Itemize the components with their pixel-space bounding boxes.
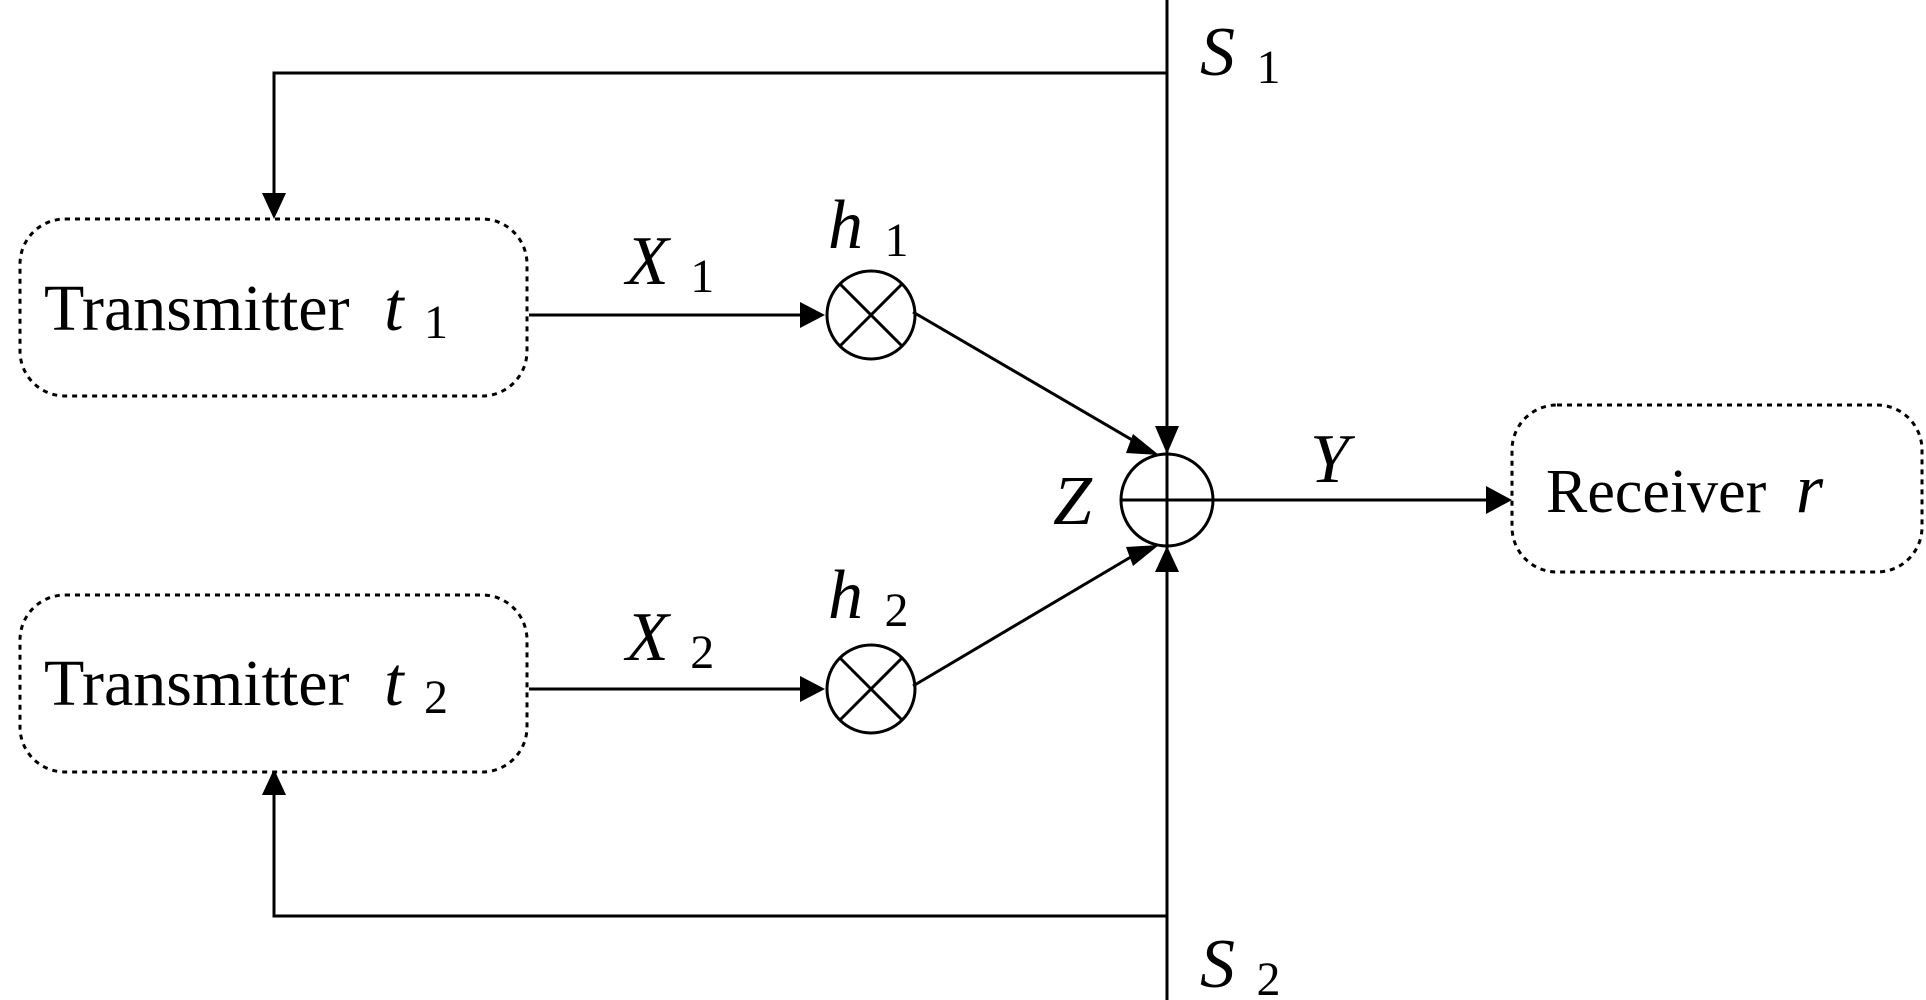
h2-symbol: h xyxy=(828,557,863,634)
x2-symbol: X xyxy=(623,599,672,676)
receiver-symbol: r xyxy=(1796,451,1824,528)
summation-node xyxy=(1119,452,1215,548)
receiver-label: Receiver r xyxy=(1546,451,1824,528)
s1-label: S 1 xyxy=(1200,14,1281,94)
transmitter-1-subscript: 1 xyxy=(424,296,448,349)
h1-label: h 1 xyxy=(828,187,909,267)
x1-arrowhead xyxy=(800,302,825,328)
arrowhead-up-transmitter-2 xyxy=(262,769,286,795)
h1-subscript: 1 xyxy=(885,214,909,267)
transmitter-1-symbol: t xyxy=(384,269,405,346)
transmitter-2-symbol: t xyxy=(384,644,405,721)
receiver-text: Receiver xyxy=(1546,458,1767,526)
h2-subscript: 2 xyxy=(885,584,909,637)
transmitter-2-text: Transmitter xyxy=(44,647,350,720)
transmitter-2-label: Transmitter t 2 xyxy=(44,644,448,724)
x1-subscript: 1 xyxy=(690,250,714,303)
h2-sum-arrowhead xyxy=(1126,545,1159,566)
multiplier-h1 xyxy=(825,269,917,361)
h2-label: h 2 xyxy=(828,557,909,637)
s2-symbol: S xyxy=(1200,926,1235,1000)
transmitter-1-label: Transmitter t 1 xyxy=(44,269,448,349)
x2-subscript: 2 xyxy=(690,626,714,679)
transmitter-2-box xyxy=(18,593,529,774)
x2-label: X 2 xyxy=(623,599,714,679)
receiver-box xyxy=(1510,403,1924,574)
s2-label: S 2 xyxy=(1200,926,1281,1000)
h1-sum-arrowhead xyxy=(1126,434,1159,455)
multiplier-h2 xyxy=(825,643,917,735)
feedback-line-s1-to-transmitter-1 xyxy=(272,71,1167,196)
s2-sum-arrowhead xyxy=(1155,546,1179,572)
feedback-line-s2-to-transmitter-2 xyxy=(272,792,1167,918)
x2-arrowhead xyxy=(800,676,825,702)
transmitter-1-text: Transmitter xyxy=(44,272,350,345)
arrowhead-down-transmitter-1 xyxy=(262,193,286,219)
h1-to-sum-line xyxy=(912,310,1147,450)
y-label: Y xyxy=(1310,421,1356,498)
y-output-arrowhead xyxy=(1486,486,1512,514)
x1-label: X 1 xyxy=(623,223,714,303)
s1-subscript: 1 xyxy=(1257,41,1281,94)
h2-to-sum-line xyxy=(912,546,1147,688)
s1-sum-arrowhead xyxy=(1155,426,1179,454)
x1-symbol: X xyxy=(623,223,672,300)
s1-symbol: S xyxy=(1200,14,1235,91)
transmitter-1-box xyxy=(18,217,529,398)
z-label: Z xyxy=(1053,463,1093,540)
s2-subscript: 2 xyxy=(1257,953,1281,1000)
transmitter-2-subscript: 2 xyxy=(424,671,448,724)
h1-symbol: h xyxy=(828,187,863,264)
